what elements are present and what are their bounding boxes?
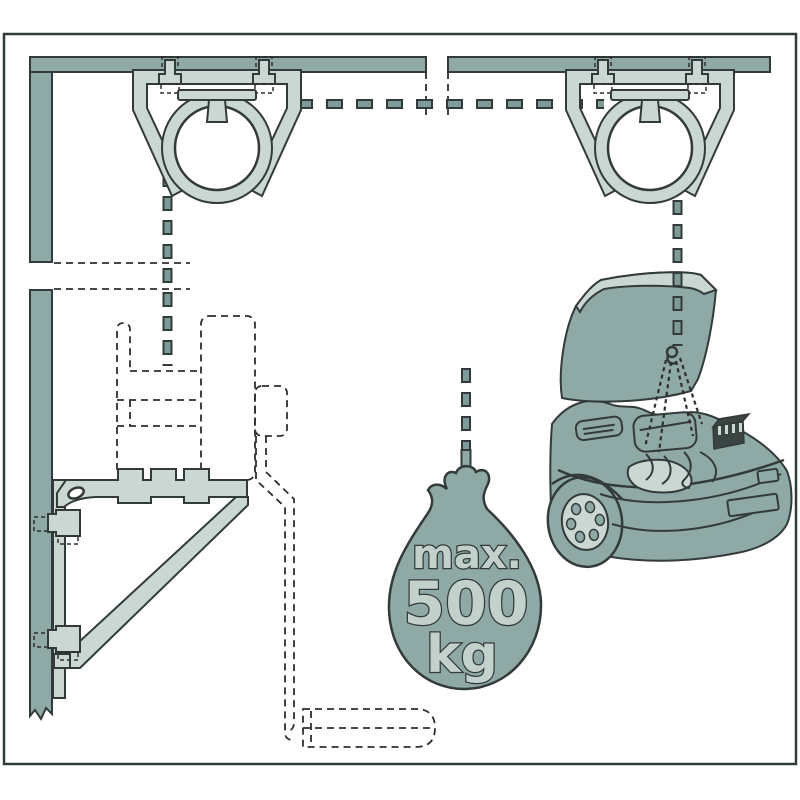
hose-line	[661, 455, 672, 485]
rim-hole	[594, 513, 606, 527]
engine-hoses	[645, 451, 717, 489]
phantom-left-strip	[116, 322, 131, 470]
bolt-dashed-base	[57, 535, 79, 545]
bracket-arm	[56, 468, 248, 508]
phantom-side-bump	[254, 385, 288, 437]
rim-hole	[574, 530, 586, 544]
bolt-block	[47, 625, 81, 653]
battery-cell-slit	[739, 423, 742, 432]
lifting-hook-tail	[666, 354, 677, 365]
license-plate-holder	[726, 492, 780, 518]
strap-line	[255, 436, 294, 741]
anchor-bolt-lower	[33, 625, 81, 661]
wall-bracket	[33, 468, 249, 699]
battery-cell-slit	[732, 424, 735, 433]
engine-body	[632, 411, 698, 453]
battery-cell-slit	[725, 425, 728, 434]
side-slot	[756, 467, 780, 485]
wall-post-lower	[29, 289, 53, 722]
sack-body	[387, 464, 543, 691]
sack-label-value: 500	[403, 569, 528, 639]
capsule-outline	[302, 708, 436, 748]
rim-hole	[565, 517, 577, 531]
lifting-gear	[643, 345, 704, 453]
license-plate	[726, 492, 780, 518]
sack-label-max: max.	[412, 532, 522, 578]
lifting-hook-icon	[665, 345, 679, 359]
car	[546, 271, 793, 569]
vent-louver	[582, 423, 615, 431]
wall-post-upper	[29, 71, 53, 263]
hose-line	[699, 451, 717, 483]
phantom-hoist-outline	[116, 315, 288, 481]
anchor-bolt-upper	[33, 509, 81, 545]
rim-hole	[588, 528, 600, 542]
engine-block	[632, 411, 698, 453]
phantom-drop-strap	[255, 436, 295, 741]
battery-cell-slit	[718, 426, 721, 435]
side-slot-rect	[756, 467, 780, 485]
load-sack: max. 500 kg	[387, 449, 543, 691]
sling-leg	[657, 361, 673, 453]
bolt-block	[47, 509, 81, 537]
front-wheel	[546, 475, 624, 569]
rail-joint-marks	[425, 72, 449, 117]
battery	[711, 412, 751, 450]
sling-leg	[674, 360, 695, 437]
hose-line	[645, 453, 654, 481]
rim-hole	[570, 502, 582, 516]
hose-line	[681, 451, 692, 489]
sack-label-unit: kg	[426, 625, 498, 685]
phantom-floor-capsule	[302, 708, 436, 748]
bracket-slot-hole	[67, 486, 85, 500]
strut-foot	[53, 653, 71, 669]
rim-hole	[584, 500, 596, 514]
wall-break-lines	[54, 262, 190, 290]
fender-arch-line	[551, 473, 623, 500]
cowl-vent	[574, 415, 624, 442]
strap-line	[265, 436, 295, 732]
headlight	[626, 458, 693, 494]
bolt-dashed-base	[57, 651, 79, 661]
vent-louver	[583, 428, 614, 436]
